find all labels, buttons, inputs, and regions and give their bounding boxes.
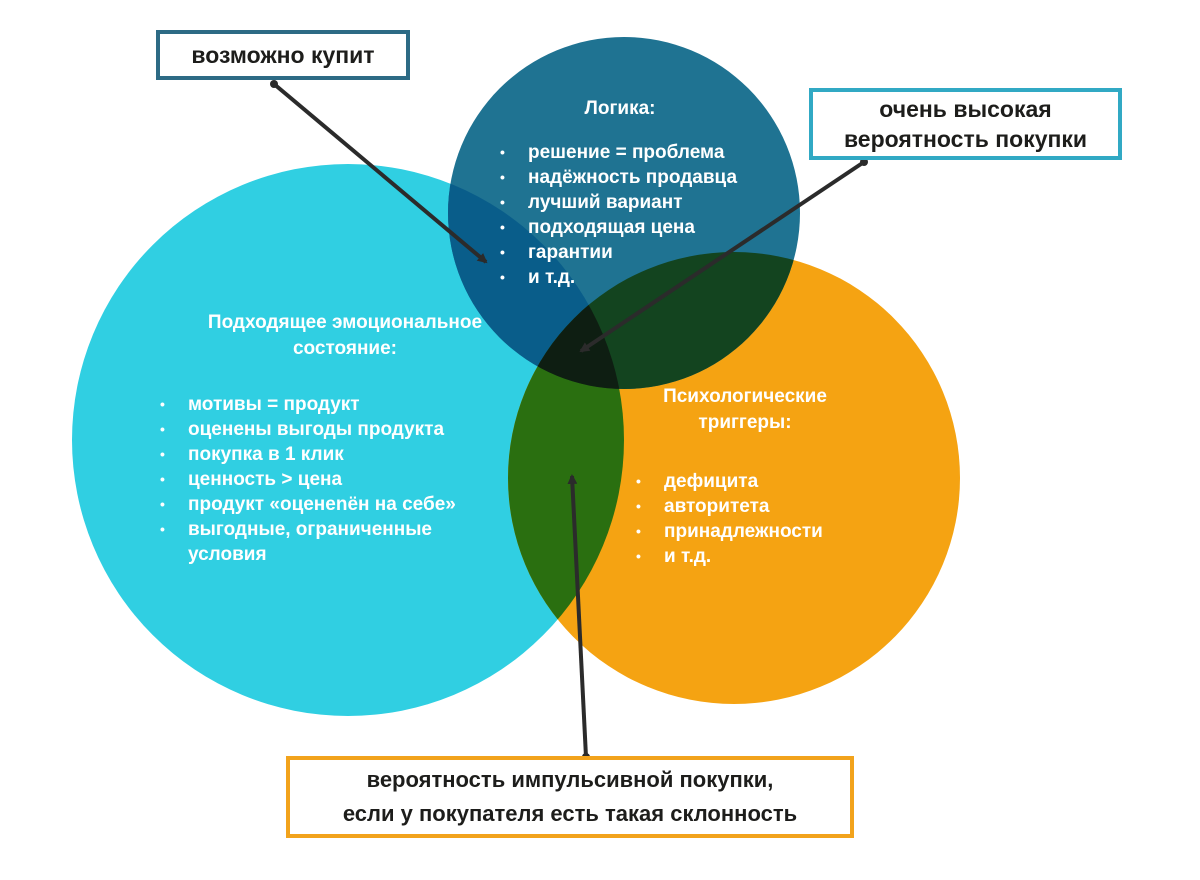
arrow-maybe-buy [272,82,488,264]
logic-list: решение = проблема надёжность продавца л… [500,140,760,290]
triggers-text-block: дефицита авторитета принадлежности и т.д… [636,469,876,569]
triggers-title: Психологические триггеры: [630,384,860,436]
triggers-list: дефицита авторитета принадлежности и т.д… [636,469,876,569]
callout-impulse-line2: если у покупателя есть такая склонность [342,801,798,826]
list-item: гарантии [500,240,760,265]
callout-high-probability: очень высокая вероятность покупки [809,88,1122,160]
list-item: лучший вариант [500,190,760,215]
list-item: и т.д. [500,265,760,290]
list-item: дефицита [636,469,876,494]
logic-text-block: Логика: решение = проблема надёжность пр… [500,96,760,290]
list-item: мотивы = продукт [160,392,520,417]
list-item: ценность > цена [160,467,520,492]
list-item: принадлежности [636,519,876,544]
emotion-list: мотивы = продукт оценены выгоды продукта… [160,392,520,567]
list-item: подходящая цена [500,215,760,240]
list-item: выгодные, ограниченные [160,517,520,542]
emotion-title-line2: состояние: [292,338,398,359]
list-item: и т.д. [636,544,876,569]
list-item: авторитета [636,494,876,519]
callout-maybe-buy-text: возможно купит [191,42,375,68]
list-item-continuation: условия [188,544,267,565]
triggers-title-line2: триггеры: [698,412,792,433]
list-item: надёжность продавца [500,165,760,190]
list-item: покупка в 1 клик [160,442,520,467]
list-item: решение = проблема [500,140,760,165]
logic-title: Логика: [584,98,656,119]
list-item: оценены выгоды продукта [160,417,520,442]
callout-impulse-line1: вероятность импульсивной покупки, [366,767,774,792]
list-item: продукт «оценenён на себе» [160,492,520,517]
callout-high-probability-line1: очень высокая [879,96,1052,122]
arrow-start-dot [270,80,278,88]
emotion-title: Подходящее эмоциональное состояние: [150,310,540,362]
triggers-title-line1: Психологические [663,386,827,407]
arrow-impulse [567,474,588,758]
callout-maybe-buy: возможно купит [156,30,410,80]
callout-impulse: вероятность импульсивной покупки, если у… [286,756,854,838]
emotion-text-block: мотивы = продукт оценены выгоды продукта… [160,392,520,567]
emotion-title-line1: Подходящее эмоциональное [207,312,483,333]
callout-high-probability-line2: вероятность покупки [843,126,1088,152]
